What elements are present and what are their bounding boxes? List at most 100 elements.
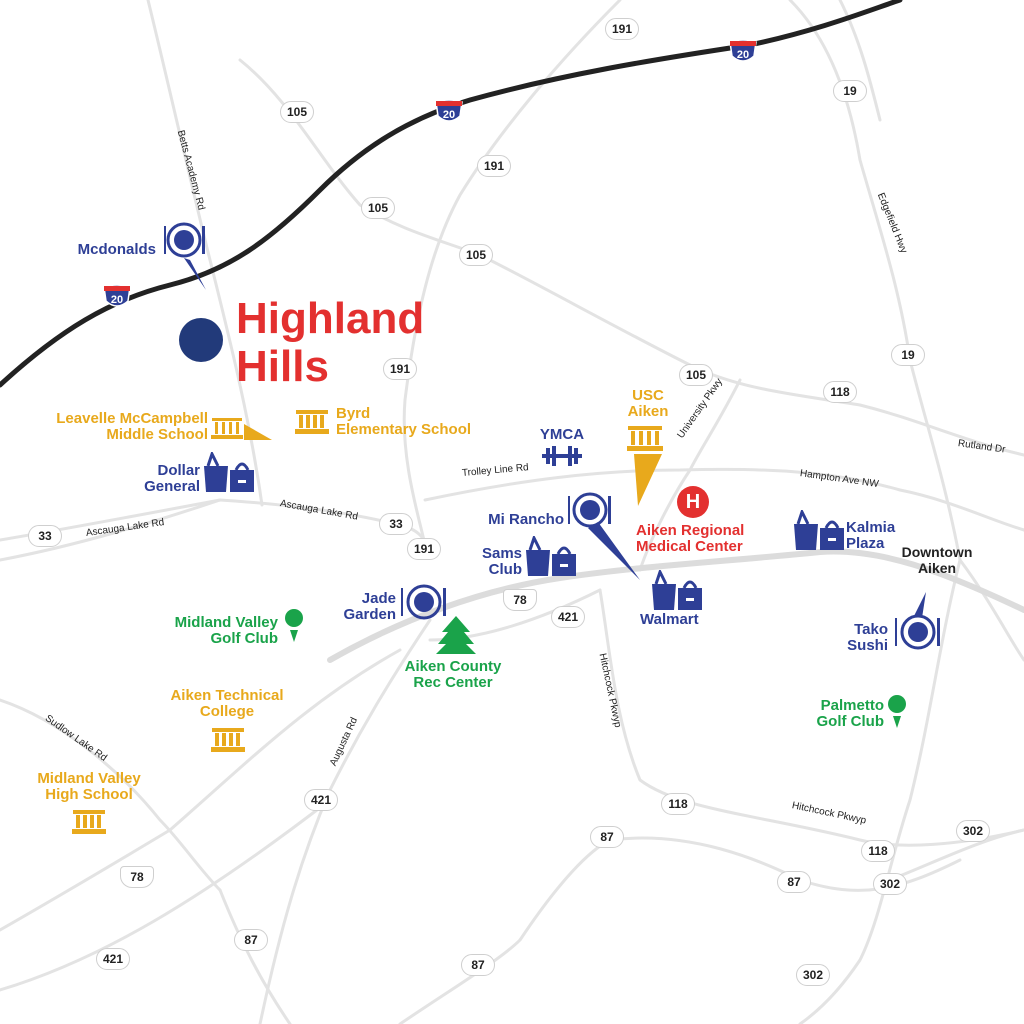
property-title-line: Highland: [236, 294, 425, 343]
place-label-rec-center[interactable]: Aiken County Rec Center: [394, 659, 512, 691]
place-label-mcdonalds[interactable]: Mcdonalds: [77, 241, 156, 258]
route-shield: 118: [661, 793, 695, 815]
interstate-shield-number: 20: [443, 109, 455, 121]
place-label-sams-club[interactable]: Sams Club: [470, 546, 522, 578]
road-rutland: [858, 403, 1024, 457]
route-shield: 191: [407, 538, 441, 560]
interstate-shield: 20: [729, 39, 757, 62]
place-label-kalmia-plaza[interactable]: Kalmia Plaza: [846, 520, 895, 552]
route-shield: 87: [234, 929, 268, 951]
road-87-b: [218, 888, 292, 1024]
road-trolley: [423, 467, 1024, 532]
road-ascauga: [0, 498, 427, 547]
place-label-ymca[interactable]: YMCA: [539, 426, 585, 443]
place-label-line: Aiken Technical: [170, 687, 284, 704]
property-title: Highland Hills: [236, 295, 424, 391]
road-78-west: [0, 648, 402, 932]
place-label-walmart[interactable]: Walmart: [640, 611, 699, 628]
route-shield: 87: [777, 871, 811, 893]
road-33-west: [0, 498, 222, 562]
route-shield: 191: [477, 155, 511, 177]
interstate-shield-number: 20: [737, 49, 749, 61]
route-shield: 421: [551, 606, 585, 628]
dumbbell-icon: [542, 446, 582, 466]
place-label-line: Rec Center: [413, 674, 493, 691]
school-building-icon: [211, 418, 272, 440]
route-shield: 302: [956, 820, 990, 842]
place-label-line: Midland Valley: [174, 614, 278, 631]
route-shield: 302: [873, 873, 907, 895]
golf-ball-icon: [285, 609, 303, 642]
school-building-icon: [211, 728, 245, 752]
golf-ball-icon: [888, 695, 906, 728]
route-shield: 421: [304, 789, 338, 811]
restaurant-icon: [401, 584, 446, 620]
route-shield: 33: [379, 513, 413, 535]
place-label-line: General: [144, 478, 200, 495]
route-shield: 105: [280, 101, 314, 123]
place-label-line: Aiken: [917, 560, 957, 576]
road-302: [798, 558, 962, 1024]
school-building-icon: [295, 410, 329, 434]
route-shield: 191: [383, 358, 417, 380]
place-label-midland-valley-high[interactable]: Midland Valley High School: [22, 771, 156, 803]
place-label-line: Middle School: [106, 426, 208, 443]
interstate-shield: 20: [103, 284, 131, 307]
place-label-line: Byrd: [336, 405, 371, 422]
shopping-icon: [204, 452, 254, 492]
place-label-line: Downtown: [901, 544, 973, 560]
property-marker[interactable]: [179, 318, 223, 362]
place-label-hospital[interactable]: Aiken Regional Medical Center: [636, 523, 744, 555]
place-label-line: Aiken: [627, 403, 669, 420]
place-label-line: Golf Club: [210, 630, 279, 647]
shopping-icon: [652, 570, 702, 610]
place-label-dollar-general[interactable]: Dollar General: [120, 463, 200, 495]
place-label-tako-sushi[interactable]: Tako Sushi: [838, 622, 888, 654]
place-label-mi-rancho[interactable]: Mi Rancho: [488, 511, 564, 528]
road-78-main: [327, 548, 1024, 663]
place-label-line: Plaza: [846, 535, 885, 552]
route-shield: 33: [28, 525, 62, 547]
shopping-icon: [526, 536, 576, 576]
place-label-line: Dollar: [157, 462, 200, 479]
route-shield: 19: [891, 344, 925, 366]
place-label-line: College: [199, 703, 255, 720]
place-label-line: Midland Valley: [37, 770, 141, 787]
interstate-20: [0, 0, 903, 388]
road-87-a: [398, 836, 962, 1024]
place-label-line: High School: [45, 786, 133, 803]
place-label-leavelle[interactable]: Leavelle McCampbell Middle School: [20, 411, 208, 443]
place-label-jade-garden[interactable]: Jade Garden: [330, 591, 396, 623]
road-191-north: [402, 0, 622, 547]
place-label-line: Club: [488, 561, 522, 578]
place-label-line: Golf Club: [816, 713, 885, 730]
place-label-line: Sushi: [847, 637, 888, 654]
place-label-line: Aiken County: [404, 658, 502, 675]
place-label-downtown-aiken[interactable]: Downtown Aiken: [890, 544, 984, 576]
restaurant-pin-icon: [164, 222, 206, 290]
place-label-line: Palmetto: [820, 697, 884, 714]
route-shield: 105: [679, 364, 713, 386]
place-label-line: Sams: [481, 545, 522, 562]
place-label-midland-valley-golf[interactable]: Midland Valley Golf Club: [150, 615, 278, 647]
route-shield: 87: [461, 954, 495, 976]
road-302-east: [888, 828, 1024, 882]
place-label-line: Elementary School: [336, 421, 472, 438]
place-label-aiken-technical[interactable]: Aiken Technical College: [160, 688, 294, 720]
place-label-usc-aiken[interactable]: USC Aiken: [618, 388, 678, 420]
place-label-palmetto-golf[interactable]: Palmetto Golf Club: [800, 697, 885, 730]
place-label-line: Tako: [854, 621, 888, 638]
place-label-line: Kalmia: [846, 519, 896, 536]
school-pin-icon: [627, 426, 663, 506]
road-sudlow: [0, 698, 222, 892]
place-label-line: Medical Center: [636, 538, 743, 555]
road-421-south: [0, 798, 332, 992]
road-east-ext: [958, 558, 1024, 662]
place-label-line: Aiken Regional: [636, 522, 745, 539]
place-label-byrd[interactable]: Byrd Elementary School: [336, 406, 471, 438]
hospital-icon: H: [677, 486, 709, 518]
route-shield: 87: [590, 826, 624, 848]
route-shield: 191: [605, 18, 639, 40]
road-19-north: [788, 0, 962, 562]
